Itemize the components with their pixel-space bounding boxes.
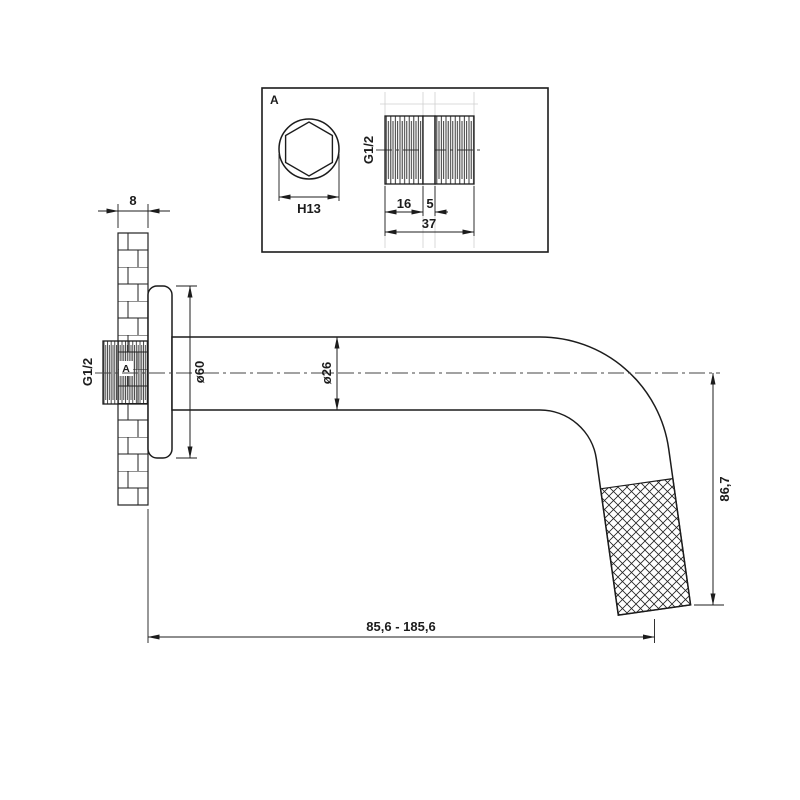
dim-wall-thickness: 8	[98, 193, 170, 228]
dim-spout-diameter: ø26	[319, 336, 340, 411]
flange-diameter-label: ø60	[192, 361, 207, 383]
inlet-thread-size-label: G1/2	[80, 358, 95, 386]
drop-height-label: 86,7	[717, 476, 732, 501]
dim-label-16: 16	[397, 196, 411, 211]
spout-tube	[171, 336, 692, 616]
flange-extension-lines	[176, 285, 197, 459]
nipple-left-thread	[384, 115, 424, 185]
detail-label: A	[270, 93, 279, 107]
hex-extension-lines	[278, 154, 340, 201]
nipple-right-thread	[434, 115, 475, 185]
dim-label-37: 37	[422, 216, 436, 231]
dim-reach: 85,6 - 185,6	[147, 509, 655, 643]
main-view: 8 G1/2 A ø60 ø26 86,7	[80, 193, 732, 643]
hexagon	[284, 121, 334, 177]
detail-marker-bg	[119, 361, 133, 376]
reach-range-label: 85,6 - 185,6	[366, 619, 435, 634]
hex-head-view: H13	[278, 118, 340, 216]
dim-drop-height: 86,7	[694, 372, 732, 606]
detail-box: A H13 G1/2 16 5 37	[261, 87, 549, 253]
dim-label-5: 5	[426, 196, 433, 211]
hex-size-label: H13	[297, 201, 321, 216]
spout-diameter-label: ø26	[319, 362, 334, 384]
dim-flange-diameter: ø60	[176, 285, 207, 459]
wall-extension-lines	[117, 204, 149, 228]
flange	[147, 285, 173, 459]
nipple-middle	[422, 115, 436, 185]
nipple-view: G1/2 16 5 37	[361, 115, 482, 236]
nipple-thread-size-label: G1/2	[361, 136, 376, 164]
detail-marker-label: A	[122, 363, 130, 375]
wall-thickness-label: 8	[129, 193, 136, 208]
hex-outer-circle	[278, 118, 340, 180]
knurl-section	[599, 477, 692, 616]
